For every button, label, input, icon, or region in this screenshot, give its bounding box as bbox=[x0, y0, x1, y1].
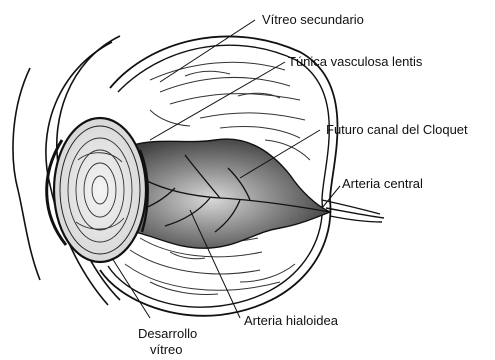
label-vitreo-secundario: Vítreo secundario bbox=[262, 12, 364, 27]
lens bbox=[47, 118, 148, 262]
label-arteria-hialoidea: Arteria hialoidea bbox=[244, 313, 339, 328]
label-desarrollo: Desarrollo bbox=[138, 326, 197, 341]
label-vitreo: vítreo bbox=[150, 342, 183, 357]
label-futuro-canal-cloquet: Futuro canal del Cloquet bbox=[326, 122, 468, 137]
label-tunica-vasculosa-lentis: Túnica vasculosa lentis bbox=[288, 54, 423, 69]
label-arteria-central: Arteria central bbox=[342, 176, 423, 191]
